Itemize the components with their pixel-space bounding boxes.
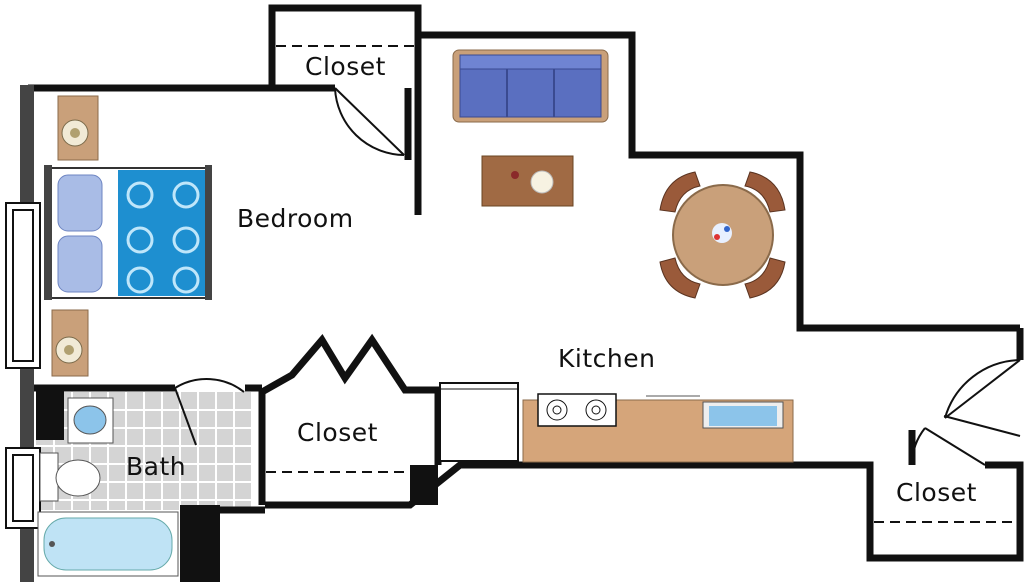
room-label-bedroom: Bedroom [237, 204, 354, 233]
sofa [452, 49, 609, 123]
windows [5, 202, 41, 529]
room-label-closet-top: Closet [305, 52, 386, 81]
closet-shelf-lines [266, 45, 1016, 523]
bed [44, 165, 212, 300]
refrigerator [439, 382, 519, 462]
nightstand-bottom [51, 309, 89, 377]
wall-block [180, 505, 220, 582]
room-label-bath: Bath [126, 452, 187, 481]
toilet [39, 452, 101, 502]
room-label-kitchen: Kitchen [558, 344, 656, 373]
nightstand-top [57, 95, 99, 161]
bathtub [37, 511, 179, 577]
room-label-closet-middle: Closet [297, 418, 378, 447]
stove [537, 393, 617, 427]
doors [174, 87, 1021, 466]
wall-block [410, 465, 438, 505]
coffee-table [481, 155, 574, 207]
bathroom-sink [67, 397, 114, 444]
sink [646, 395, 784, 429]
dining-table [659, 171, 786, 299]
wall-block [36, 390, 64, 440]
room-label-closet-right: Closet [896, 478, 977, 507]
